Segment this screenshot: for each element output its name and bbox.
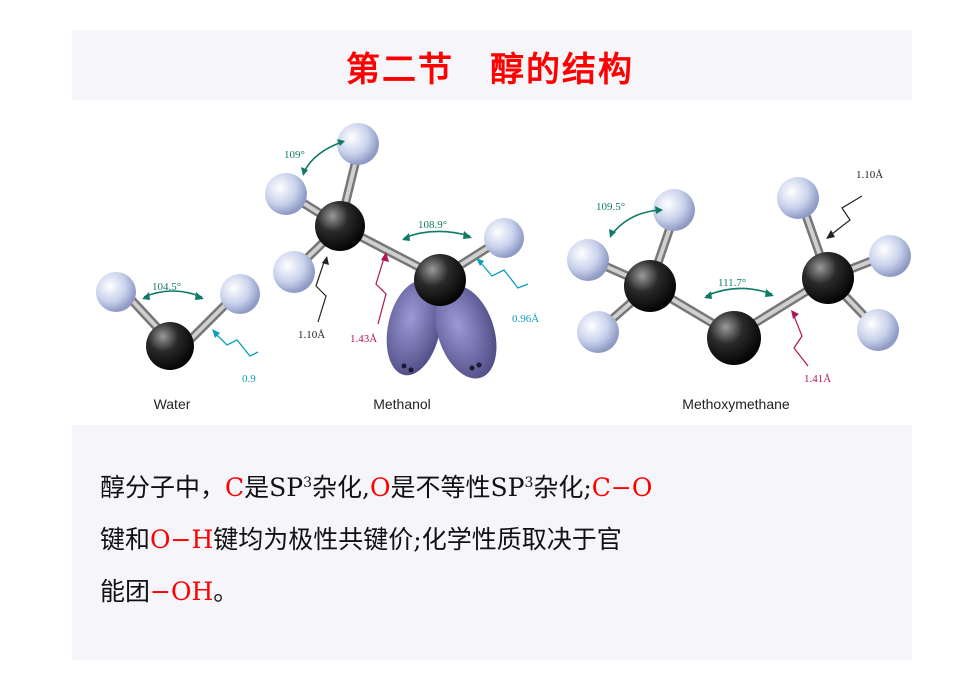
ether-ch-length-label: 1.10Å	[856, 169, 883, 181]
methanol-o-atom	[414, 254, 466, 306]
molecule-figure: 104.5° 0.9 Water	[72, 100, 912, 425]
o-h-bond-text: O−H	[150, 525, 214, 554]
lone-pair-left	[386, 280, 442, 376]
water-h-atom-left	[96, 272, 136, 312]
oxygen-symbol: O	[369, 473, 391, 502]
water-h-atom-right	[220, 274, 260, 314]
methanol-h-atom-bottom	[273, 251, 315, 293]
ether-h-atom-5	[869, 235, 911, 277]
methanol-coh-angle-label: 108.9°	[418, 219, 447, 231]
water-molecule: 104.5° 0.9 Water	[96, 272, 260, 412]
c-o-bond-text: C−O	[591, 473, 653, 502]
methoxymethane-label: Methoxymethane	[682, 396, 790, 412]
ether-hch-angle-label: 109.5°	[596, 201, 625, 213]
body-line-1: 醇分子中，C是SP3杂化,O是不等性SP3杂化;C−O	[100, 473, 653, 502]
methanol-molecule: 109° 108.9° 1.10Å 1.43Å 0.96Å Methanol	[265, 123, 539, 412]
methanol-c-atom	[315, 201, 365, 251]
slide-title: 第二节 醇的结构	[346, 50, 634, 90]
ether-coc-angle-label: 111.7°	[718, 277, 746, 289]
body-text: 醇分子中，C是SP3杂化,O是不等性SP3杂化;C−O 键和O−H键均为极性共键…	[100, 462, 890, 618]
ether-h-atom-6	[857, 309, 899, 351]
water-o-atom	[146, 322, 194, 370]
methanol-oh-length-label: 0.96Å	[512, 313, 539, 325]
methoxymethane-molecule: 109.5° 111.7° 1.10Å 1.41Å Methoxymethane	[567, 169, 911, 412]
body-line-2: 键和O−H键均为极性共键价;化学性质取决于官	[100, 525, 622, 554]
ether-h-atom-3	[577, 311, 619, 353]
methanol-h-atom-oh	[484, 218, 524, 258]
hydroxyl-group-text: −OH	[150, 577, 214, 606]
methanol-ch-length-label: 1.10Å	[298, 329, 325, 341]
methanol-co-length-label: 1.43Å	[350, 333, 377, 345]
methanol-label: Methanol	[373, 396, 431, 412]
water-angle-label: 104.5°	[152, 281, 181, 293]
ether-h-atom-2	[567, 239, 609, 281]
ether-h-atom-1	[653, 189, 695, 231]
ether-o-atom	[707, 311, 761, 365]
methanol-hch-angle-label: 109°	[284, 149, 305, 161]
ether-h-atom-4	[777, 177, 819, 219]
methanol-h-atom-top	[337, 123, 379, 165]
water-label: Water	[154, 396, 191, 412]
water-oh-length-label: 0.9	[242, 373, 256, 385]
ether-c-atom-right	[802, 252, 854, 304]
molecule-diagram: 104.5° 0.9 Water	[96, 123, 911, 412]
lone-pair-right	[435, 285, 497, 379]
methanol-h-atom-left	[265, 173, 307, 215]
carbon-symbol: C	[225, 473, 245, 502]
ether-c-atom-left	[624, 260, 676, 312]
body-line-3: 能团−OH。	[100, 577, 239, 606]
ether-co-length-label: 1.41Å	[804, 373, 831, 385]
